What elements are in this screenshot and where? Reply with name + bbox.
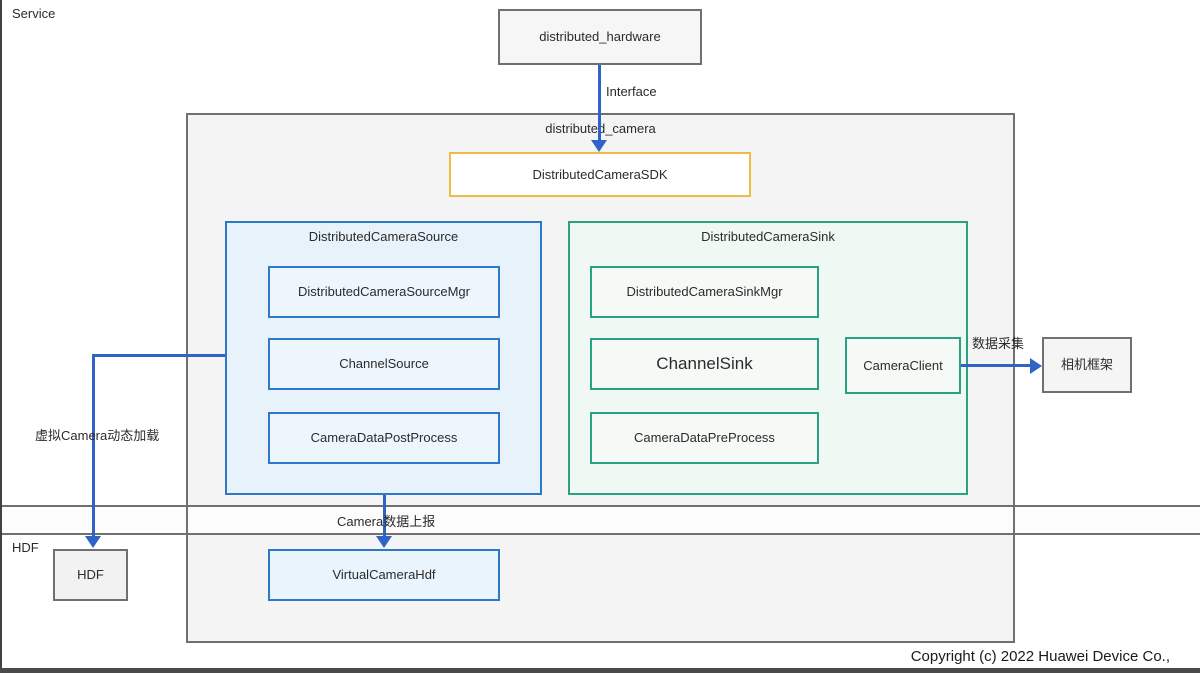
box-distributed-hardware: distributed_hardware xyxy=(498,9,702,65)
arrow-down-icon xyxy=(376,536,392,548)
box-channel-sink: ChannelSink xyxy=(590,338,819,390)
interface-arrow-line xyxy=(598,65,601,142)
arrow-right-icon xyxy=(1030,358,1042,374)
box-camera-data-post-process: CameraDataPostProcess xyxy=(268,412,500,464)
group-distributed-camera-sink-title: DistributedCameraSink xyxy=(701,229,835,244)
container-border-segment-left xyxy=(186,505,188,535)
box-channel-source: ChannelSource xyxy=(268,338,500,390)
group-distributed-camera-source-title: DistributedCameraSource xyxy=(308,229,459,244)
virtual-load-label: 虚拟Camera动态加载 xyxy=(35,428,160,443)
camera-data-report-line xyxy=(383,495,386,536)
interface-label: Interface xyxy=(606,84,657,99)
container-border-segment-right xyxy=(1013,505,1015,535)
data-collect-arrow-line xyxy=(961,364,1033,367)
box-distributed-camera-source-mgr: DistributedCameraSourceMgr xyxy=(268,266,500,318)
box-camera-client: CameraClient xyxy=(845,337,961,394)
box-hdf: HDF xyxy=(53,549,128,601)
box-camera-framework: 相机框架 xyxy=(1042,337,1132,393)
left-frame-line xyxy=(0,0,2,668)
box-distributed-camera-sink-mgr: DistributedCameraSinkMgr xyxy=(590,266,819,318)
virtual-load-line-horizontal xyxy=(92,354,225,357)
box-camera-data-pre-process: CameraDataPreProcess xyxy=(590,412,819,464)
hdf-region-label: HDF xyxy=(12,540,39,555)
bottom-frame-line xyxy=(0,668,1200,673)
arrow-down-icon xyxy=(591,140,607,152)
virtual-load-line-vertical xyxy=(92,354,95,536)
arrow-down-icon xyxy=(85,536,101,548)
copyright-text: Copyright (c) 2022 Huawei Device Co., xyxy=(910,648,1170,665)
service-region-label: Service xyxy=(12,6,56,21)
box-distributed-camera-sdk: DistributedCameraSDK xyxy=(449,152,751,197)
layer-divider-band xyxy=(0,505,1200,535)
box-virtual-camera-hdf: VirtualCameraHdf xyxy=(268,549,500,601)
camera-data-report-label: Camera数据上报 xyxy=(337,514,436,529)
data-collect-label: 数据采集 xyxy=(972,336,1025,351)
